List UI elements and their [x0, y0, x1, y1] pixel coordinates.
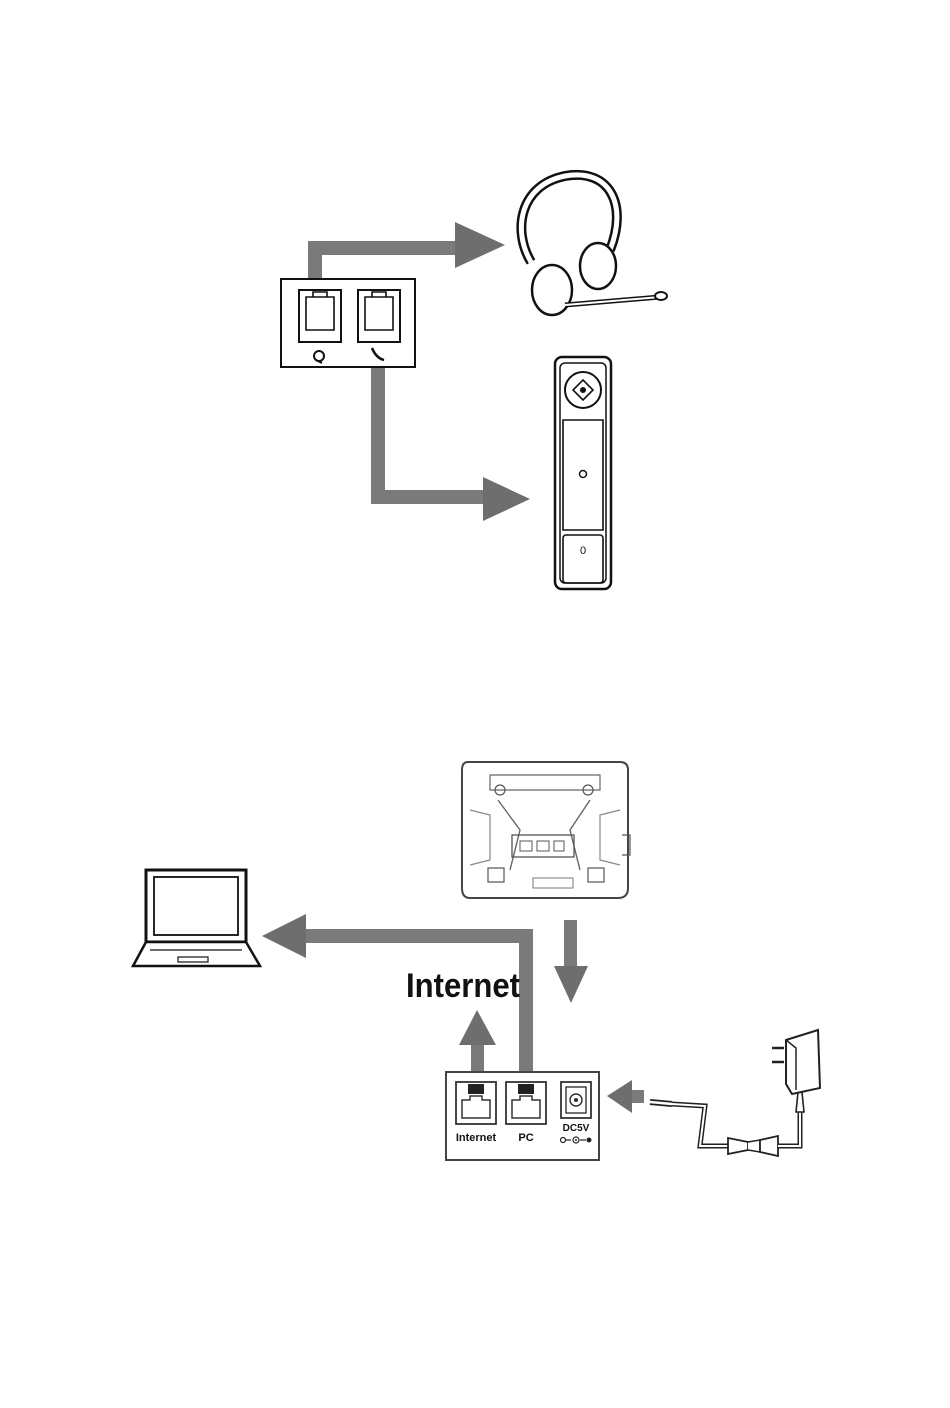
- power-adapter-icon: [650, 1030, 820, 1156]
- handset-port: [358, 290, 400, 342]
- headset-port: [299, 290, 341, 342]
- handset-key-label: 0: [580, 545, 586, 557]
- bottom-diagram: Internet Int: [133, 762, 820, 1160]
- port-panel: [281, 279, 415, 367]
- pc-port: [506, 1082, 546, 1124]
- handset-icon: 0: [555, 357, 611, 589]
- internet-port-label: Internet: [456, 1132, 497, 1144]
- arrow-to-power-port: [607, 1080, 644, 1113]
- phone-base-icon: [462, 762, 630, 898]
- arrow-to-handset: [378, 352, 530, 521]
- port-box: Internet PC DC5V: [446, 1072, 599, 1160]
- power-port-label: DC5V: [563, 1123, 590, 1134]
- power-port: [561, 1082, 591, 1118]
- internet-heading: Internet: [406, 967, 520, 1005]
- pc-port-label: PC: [518, 1132, 533, 1144]
- internet-port: [456, 1082, 496, 1124]
- arrow-down-to-ports: [554, 920, 588, 1003]
- top-diagram: 0: [281, 175, 667, 589]
- headset-icon: [521, 175, 667, 315]
- laptop-icon: [133, 870, 260, 966]
